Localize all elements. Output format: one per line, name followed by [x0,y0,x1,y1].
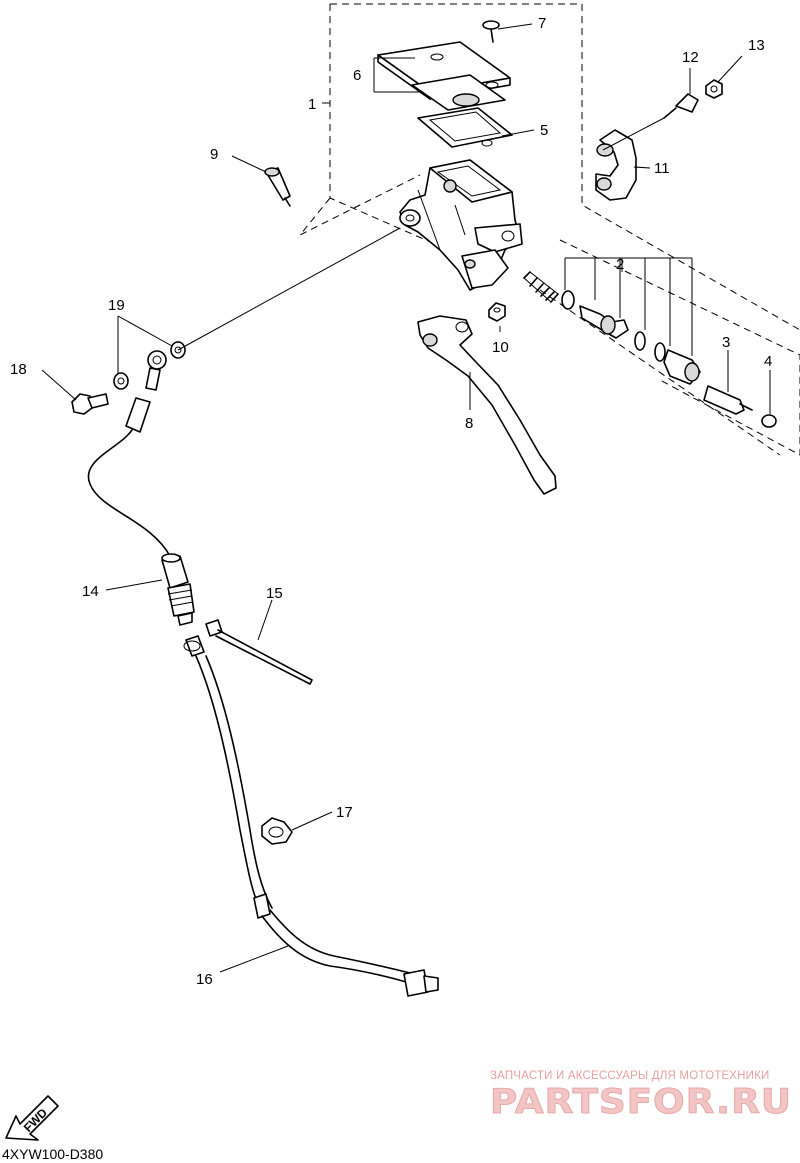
cap-screw [482,20,500,43]
clutch-lever [417,315,557,495]
callout-13: 13 [748,37,765,54]
piston-kit [523,271,701,385]
hose-protector [161,553,195,626]
assembly-boundaries [299,3,800,456]
callout-19: 19 [108,297,125,314]
callout-16: 16 [196,971,213,988]
holder-bolt [602,93,699,151]
watermark: ЗАПЧАСТИ И АКСЕССУАРЫ ДЛЯ МОТОТЕХНИКИ PA… [490,1070,792,1123]
hose-fitting [125,350,167,433]
holder-nut [705,79,723,99]
callout-11: 11 [654,160,670,177]
callout-14: 14 [82,583,99,600]
reservoir-cap [377,41,511,111]
callout-15: 15 [266,585,283,602]
callout-8: 8 [465,415,473,432]
callout-5: 5 [540,122,548,139]
forward-arrow-icon: FWD [5,1095,59,1141]
cable-tie [205,619,313,685]
callout-2: 2 [616,256,624,273]
reservoir-plate [417,107,513,148]
callout-10: 10 [492,339,509,356]
pivot-nut [488,302,506,322]
leader-lines [41,23,771,973]
watermark-logo: PARTSFOR.RU [490,1082,792,1122]
callout-numbers: 1 2 3 4 5 6 7 8 9 10 11 12 13 14 15 16 1… [10,15,772,988]
push-rod [703,385,753,415]
push-rod-boot [761,414,777,428]
callout-9: 9 [210,146,218,163]
master-cylinder-body [399,159,523,291]
callout-17: 17 [336,804,353,821]
callout-4: 4 [764,353,772,370]
callout-18: 18 [10,361,27,378]
callout-6: 6 [353,67,361,84]
callout-12: 12 [682,49,699,66]
union-bolt-assembly [71,227,401,415]
callout-3: 3 [722,334,730,351]
callout-7: 7 [538,15,546,32]
clutch-hose [87,429,171,557]
hose-clamp [261,817,293,845]
clutch-hose-lower [183,635,439,997]
diagram-code: 4XYW100-D380 [2,1146,103,1162]
master-cylinder-holder [595,129,637,201]
watermark-tagline: ЗАПЧАСТИ И АКСЕССУАРЫ ДЛЯ МОТОТЕХНИКИ [490,1070,770,1082]
callout-1: 1 [308,96,316,113]
bleed-screw [264,167,291,207]
